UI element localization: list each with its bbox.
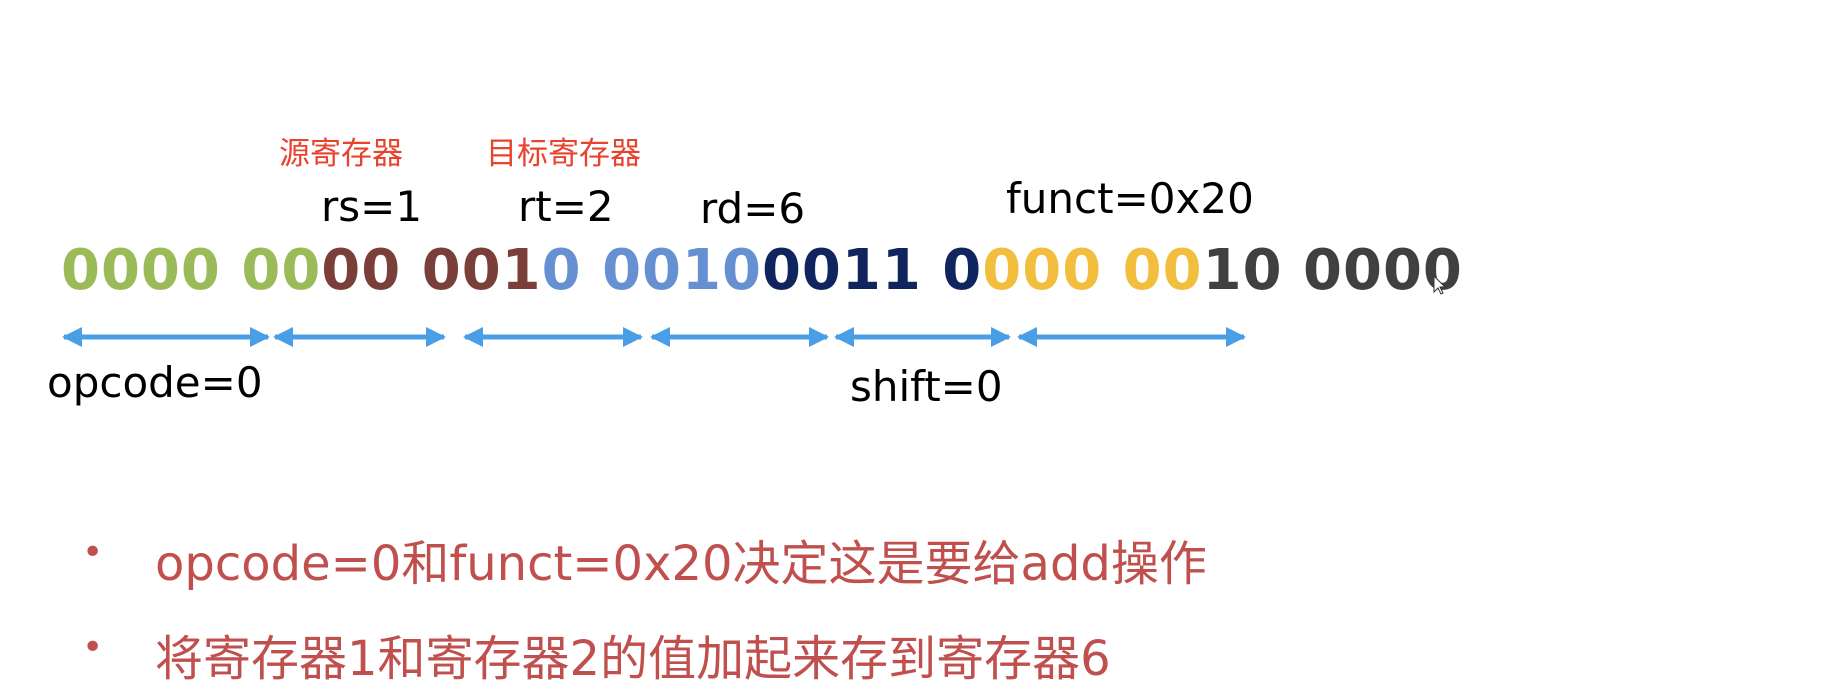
binary-instruction: 0000 0000 0010 00100011 0000 0010 0000 xyxy=(61,238,1463,303)
binary-rt: 0 0010 xyxy=(541,238,762,303)
shift-label: shift=0 xyxy=(850,362,1003,411)
funct-label: funct=0x20 xyxy=(1006,174,1254,223)
bullet-text-1: opcode=0和funct=0x20决定这是要给add操作 xyxy=(155,536,1207,592)
binary-shift: 000 00 xyxy=(982,238,1203,303)
binary-funct: 10 0000 xyxy=(1202,238,1463,303)
binary-rd: 0011 0 xyxy=(761,238,983,303)
bullet-icon: • xyxy=(82,532,104,573)
target-register-label: 目标寄存器 xyxy=(486,136,641,172)
rs-label: rs=1 xyxy=(321,182,423,231)
bullet-icon: • xyxy=(82,627,104,668)
binary-opcode: 0000 00 xyxy=(61,238,322,303)
binary-rs: 00 001 xyxy=(321,238,542,303)
rd-label: rd=6 xyxy=(700,184,806,233)
source-register-label: 源寄存器 xyxy=(279,136,403,172)
mouse-cursor-icon xyxy=(1433,274,1447,295)
rt-label: rt=2 xyxy=(518,182,614,231)
opcode-label: opcode=0 xyxy=(47,358,263,407)
bullet-text-2: 将寄存器1和寄存器2的值加起来存到寄存器6 xyxy=(155,631,1111,687)
